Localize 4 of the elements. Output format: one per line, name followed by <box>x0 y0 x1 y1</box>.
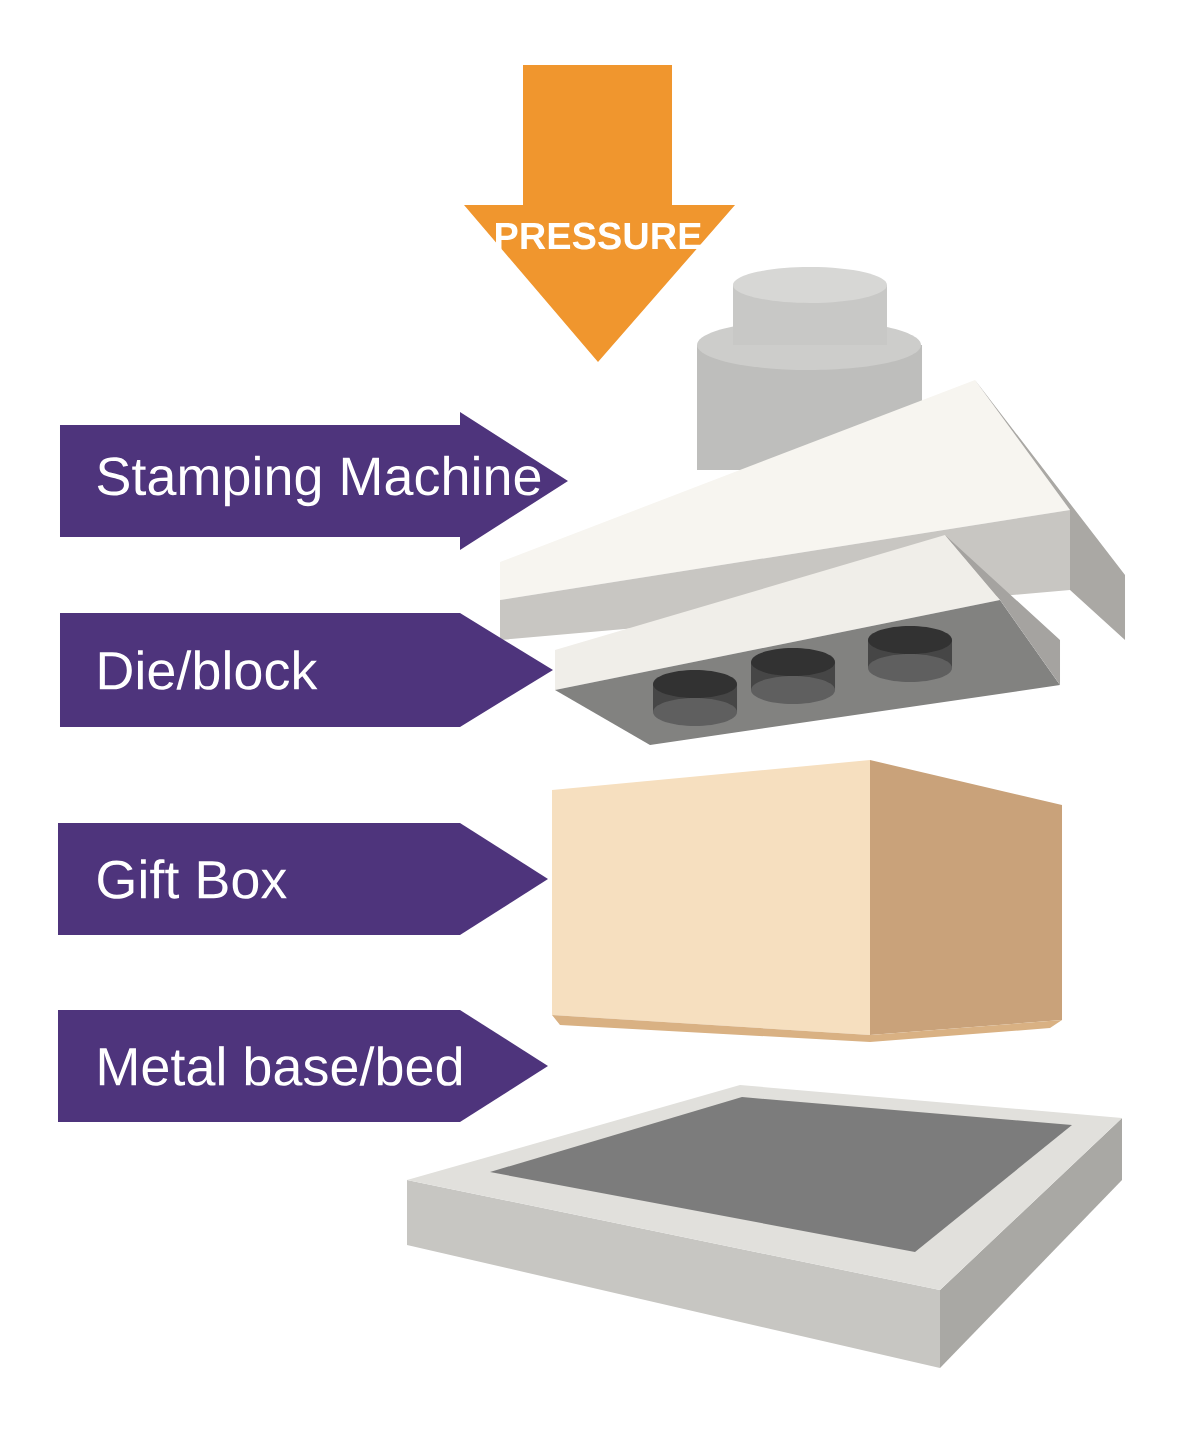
arrow-label: Gift Box <box>58 823 548 935</box>
arrow-label: Die/block <box>60 613 553 727</box>
arrow-label: Metal base/bed <box>58 1010 548 1122</box>
arrow-label: Stamping Machine <box>60 412 568 550</box>
